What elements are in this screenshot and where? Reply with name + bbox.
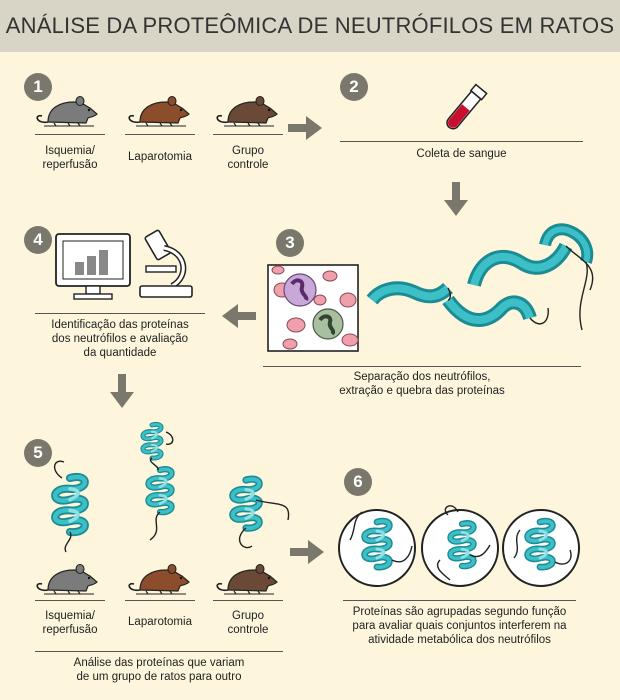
divider <box>125 134 195 135</box>
group-label-laparotomy: Laparotomia <box>128 616 192 628</box>
step-3-badge: 3 <box>276 229 304 257</box>
divider <box>213 134 283 135</box>
step-4-badge: 4 <box>24 226 52 254</box>
page-title: ANÁLISE DA PROTEÔMICA DE NEUTRÓFILOS EM … <box>5 13 615 38</box>
divider <box>35 313 205 314</box>
step-1-badge: 1 <box>24 73 52 101</box>
divider <box>35 600 105 601</box>
step-5-badge: 5 <box>24 439 52 467</box>
divider <box>35 651 283 652</box>
divider <box>340 141 583 142</box>
step-3-caption: Separação dos neutrófilos, extração e qu… <box>339 371 505 397</box>
group-label-control: Grupo controle <box>227 145 269 171</box>
divider <box>213 600 283 601</box>
divider <box>263 366 581 367</box>
step-5-caption: Análise das proteínas que variam de um g… <box>73 657 245 683</box>
divider <box>35 134 105 135</box>
group-label-ischemia: Isquemia/ reperfusão <box>42 145 98 171</box>
step-2-badge: 2 <box>340 73 368 101</box>
group-label-laparotomy: Laparotomia <box>128 151 192 163</box>
step-6-caption: Proteínas são agrupadas segundo função p… <box>352 606 567 646</box>
step-4-caption: Identificação das proteínas dos neutrófi… <box>51 319 189 359</box>
divider <box>125 600 195 601</box>
step-2-caption: Coleta de sangue <box>416 148 507 160</box>
step-6-badge: 6 <box>344 468 372 496</box>
divider <box>343 600 576 601</box>
group-label-control: Grupo controle <box>227 610 269 636</box>
header-bar: ANÁLISE DA PROTEÔMICA DE NEUTRÓFILOS EM … <box>0 0 620 52</box>
group-label-ischemia: Isquemia/ reperfusão <box>42 610 98 636</box>
